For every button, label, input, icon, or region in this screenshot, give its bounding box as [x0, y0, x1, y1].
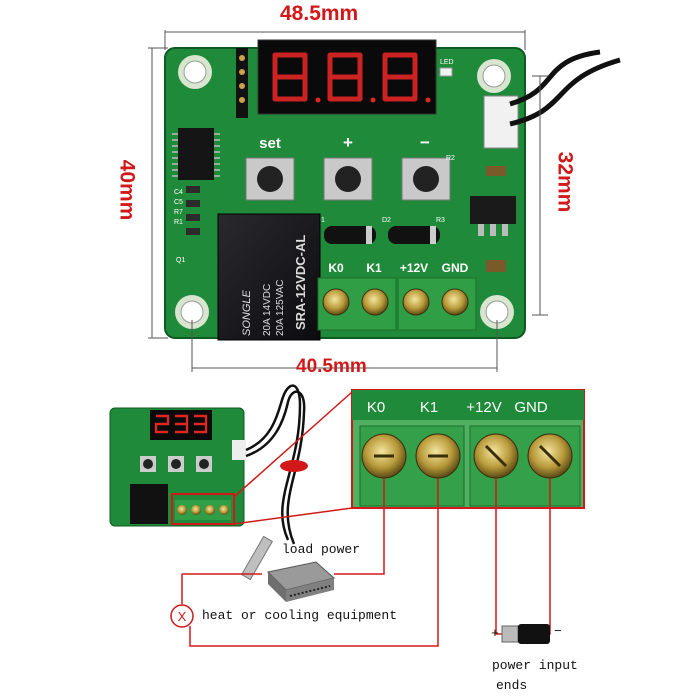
dimension-top-width: 48.5mm: [280, 2, 359, 25]
dimension-hole-spacing: 40.5mm: [296, 356, 367, 377]
terminal-label-k0: K0: [328, 261, 344, 275]
label-d1: D1: [316, 217, 325, 224]
label-d2: D2: [382, 217, 391, 224]
sensor-connector: [483, 49, 621, 149]
label-r3: R3: [436, 217, 445, 224]
temperature-probe: [240, 535, 274, 581]
sensor-cable: [245, 384, 308, 545]
set-button[interactable]: [245, 157, 295, 201]
terminal-zoom-panel: [351, 389, 585, 509]
led-label: LED: [440, 59, 454, 66]
mounting-hole-bl: [175, 295, 209, 329]
minus-label: −: [420, 133, 430, 152]
relay-model: SRA-12VDC-AL: [293, 235, 308, 330]
load-power-label: load power: [282, 542, 361, 557]
equipment-label: heat or cooling equipment: [202, 608, 398, 623]
header-pins: [236, 48, 248, 118]
minus-button[interactable]: [401, 157, 451, 201]
power-input-ends-label: ends: [496, 678, 528, 693]
label-c4: C4: [174, 189, 183, 196]
relay: SONGLE SRA-12VDC-AL 20A 14VDC 20A 125VAC: [217, 213, 321, 341]
terminal-blocks: [317, 277, 477, 331]
equipment-symbol-circle: [170, 604, 194, 628]
mounting-hole-tr: [477, 59, 511, 93]
label-q1: Q1: [176, 257, 185, 264]
label-r2: R2: [446, 155, 455, 162]
dimension-left-height: 40mm: [115, 159, 139, 221]
mounting-hole-tl: [178, 55, 212, 89]
power-input-jack: [501, 624, 550, 644]
zoom-label-k0: K0: [367, 399, 385, 416]
zoom-label-12v: +12V: [466, 399, 501, 416]
relay-rating-1: 20A 14VDC: [262, 284, 273, 336]
voltage-regulator: [470, 196, 516, 236]
terminal-label-gnd: GND: [442, 261, 469, 275]
led: [439, 67, 453, 77]
load-power-supply: [266, 561, 336, 602]
plus-button[interactable]: [323, 157, 373, 201]
relay-brand: SONGLE: [241, 289, 253, 336]
wiring-lines: [181, 391, 551, 647]
relay-rating-2: 20A 125VAC: [275, 279, 286, 336]
jack-plus-label: +: [491, 626, 499, 641]
power-input-label: power input: [492, 658, 578, 673]
terminal-label-k1: K1: [366, 261, 382, 275]
label-r1: R1: [174, 219, 183, 226]
dimension-lines: [148, 30, 548, 372]
mini-board: [109, 407, 246, 527]
seven-segment-display: [257, 39, 437, 115]
equipment-symbol: X: [178, 609, 187, 624]
smd-components: [186, 166, 506, 272]
zoom-label-gnd: GND: [514, 399, 548, 416]
main-board: LED set + − C4 C5: [164, 39, 621, 341]
plus-label: +: [343, 133, 353, 152]
jack-minus-label: −: [554, 624, 562, 639]
diodes: [324, 226, 440, 244]
label-c5: C5: [174, 199, 183, 206]
label-r7: R7: [174, 209, 183, 216]
ic-chip: [172, 128, 220, 180]
dimension-right-height: 32mm: [553, 151, 577, 213]
terminal-label-12v: +12V: [400, 261, 428, 275]
set-label: set: [259, 135, 281, 152]
zoom-label-k1: K1: [420, 399, 438, 416]
